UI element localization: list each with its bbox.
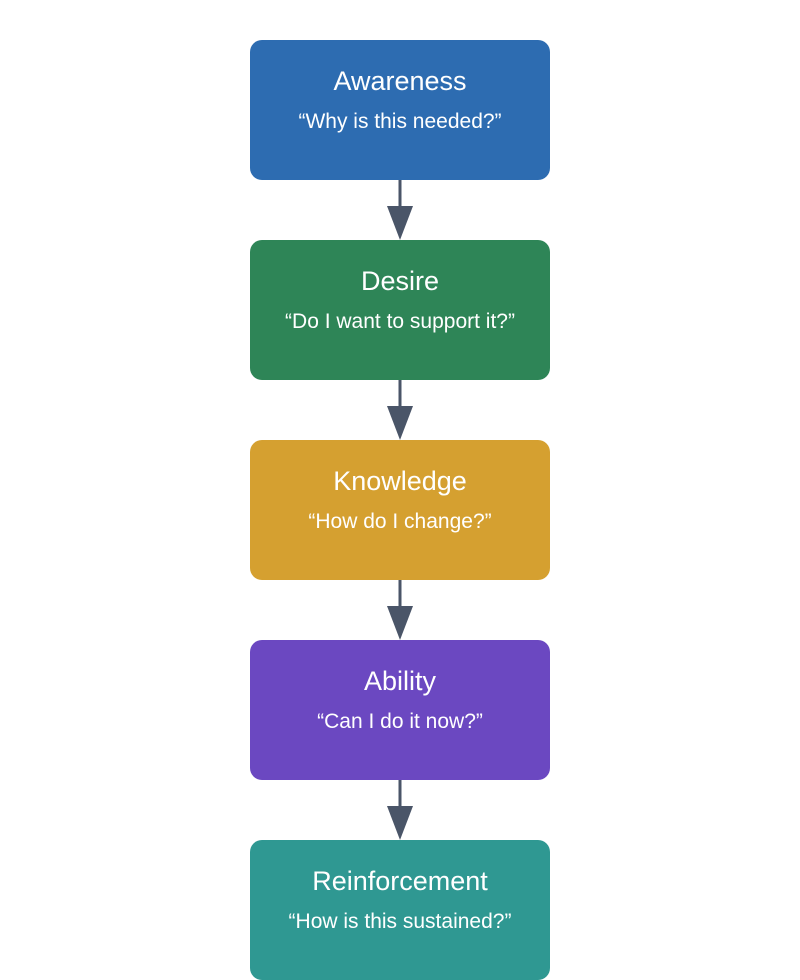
stage-question: “Why is this needed?”	[298, 110, 502, 133]
stage-reinforcement: Reinforcement “How is this sustained?”	[250, 840, 550, 980]
stage-ability: Ability “Can I do it now?”	[250, 640, 550, 780]
stage-question: “How do I change?”	[308, 510, 492, 533]
stage-question: “How is this sustained?”	[288, 910, 512, 933]
stage-question: “Do I want to support it?”	[285, 310, 515, 333]
stage-title: Ability	[363, 666, 437, 696]
stage-title: Awareness	[333, 66, 467, 96]
stage-title: Reinforcement	[312, 866, 488, 896]
arrow-down-icon	[387, 580, 413, 640]
stage-desire: Desire “Do I want to support it?”	[250, 240, 550, 380]
stage-title: Knowledge	[333, 466, 467, 496]
arrow-down-icon	[387, 780, 413, 840]
stage-knowledge: Knowledge “How do I change?”	[250, 440, 550, 580]
stage-question: “Can I do it now?”	[317, 710, 483, 733]
stage-awareness: Awareness “Why is this needed?”	[250, 40, 550, 180]
arrow-down-icon	[387, 380, 413, 440]
arrow-down-icon	[387, 180, 413, 240]
stage-title: Desire	[360, 266, 440, 296]
adkar-flow-diagram: Awareness “Why is this needed?” Desire “…	[250, 40, 550, 980]
